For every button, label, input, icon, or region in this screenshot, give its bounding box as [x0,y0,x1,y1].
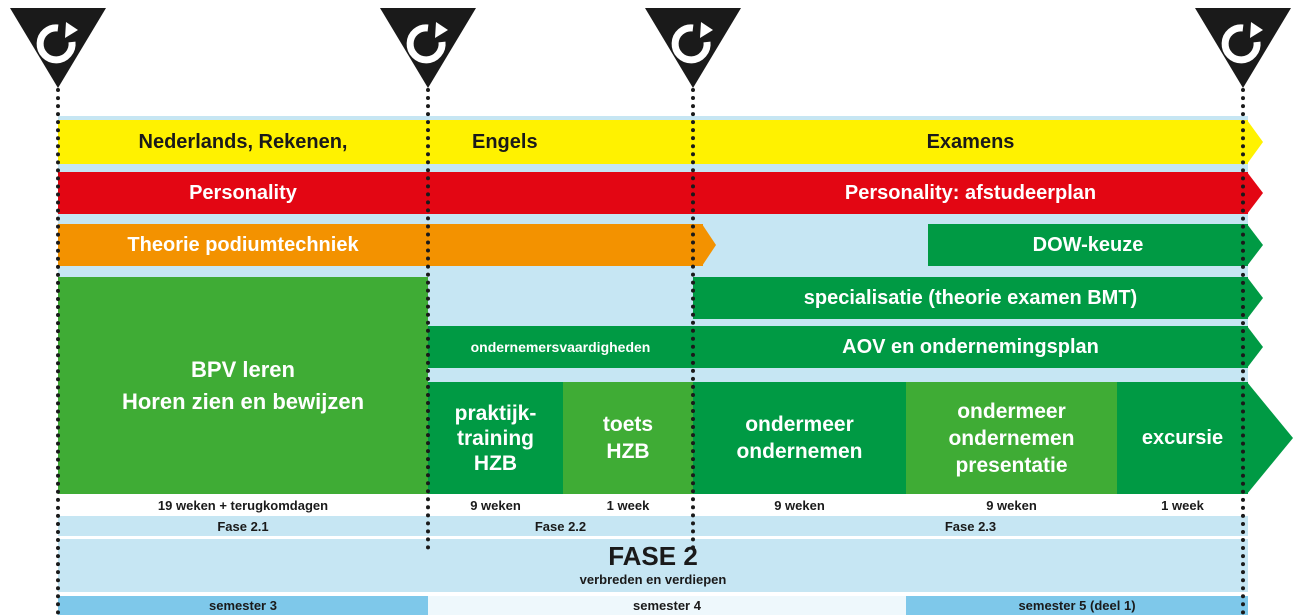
red-bar-arrow [1247,172,1263,214]
orange-bar [58,224,703,266]
subject-aov: AOV en ondernemingsplan [693,326,1248,368]
praktijk-line-1: praktijk- [454,401,537,425]
ondermeer2-line-3: presentatie [955,453,1068,477]
block-ondermeer-ondernemen: ondermeer ondernemen [693,382,906,494]
duration-9-weken-b: 9 weken [774,497,825,513]
semester-3: semester 3 [58,596,428,615]
bpv-text: BPV leren Horen zien en bewijzen [58,277,428,494]
subject-theorie-podiumtechniek: Theorie podiumtechniek [127,233,359,256]
milestone-line-3 [691,80,695,550]
separator-line [58,536,1248,539]
milestone-line-4 [1241,80,1245,615]
milestone-line-1 [56,80,60,615]
phase-title: FASE 2 [608,540,698,571]
duration-19-weken: 19 weken + terugkomdagen [157,497,329,513]
phase-subtitle: verbreden en verdiepen [579,571,727,587]
duration-row [58,494,1248,516]
praktijk-line-3: HZB [473,451,518,475]
red-bar [58,172,1248,214]
subject-specialisatie: specialisatie (theorie examen BMT) [693,277,1248,319]
duration-1-week-b: 1 week [1161,497,1204,513]
duration-1-week-a: 1 week [606,497,650,513]
duration-9-weken-c: 9 weken [986,497,1037,513]
ondermeer2-line-1: ondermeer [957,399,1066,423]
fase-2-1: Fase 2.1 [217,518,269,534]
subject-nederlands-rekenen: Nederlands, Rekenen, [138,130,348,153]
reload-icon [1195,8,1291,88]
ondermeer1-line-1: ondermeer [745,413,854,436]
semester-4: semester 4 [428,596,906,615]
ondermeer2-line-2: ondernemen [948,426,1075,450]
ondermeer1-line-2: ondernemen [736,440,863,463]
bpv-block: BPV leren Horen zien en bewijzen [58,277,428,494]
milestone-line-2 [426,80,430,550]
yellow-bar [58,120,1248,164]
block-ondermeer-presentatie: ondermeer ondernemen presentatie [906,382,1117,494]
subject-personality-afstudeerplan: Personality: afstudeerplan [844,181,1097,204]
specialisatie-arrow [1247,277,1263,319]
bpv-leren: BPV leren [191,356,295,382]
excursie-label: excursie [1141,426,1224,449]
subject-dow-keuze: DOW-keuze [928,224,1248,266]
subject-engels: Engels [472,130,538,153]
fase-2-2: Fase 2.2 [534,518,587,534]
duration-9-weken-a: 9 weken [470,497,521,513]
excursie-arrow [1247,382,1293,494]
block-praktijktraining: praktijk- training HZB [428,382,563,494]
aov-arrow [1247,326,1263,368]
semester-5: semester 5 (deel 1) [906,596,1248,615]
bpv-horen-zien: Horen zien en bewijzen [121,388,365,414]
reload-icon [10,8,106,88]
orange-bar-arrow [702,224,716,266]
block-toets-hzb: toets HZB [563,382,693,494]
subject-ondernemersvaardigheden: ondernemersvaardigheden [428,326,693,368]
reload-icon [380,8,476,88]
subject-examens: Examens [926,130,1015,153]
yellow-bar-arrow [1247,120,1263,164]
toets-line-1: toets [602,413,654,436]
praktijk-line-2: training [457,426,534,450]
block-excursie [1117,382,1248,494]
toets-line-2: HZB [606,440,650,463]
reload-icon [645,8,741,88]
dow-keuze-arrow [1247,224,1263,266]
subject-personality: Personality [189,181,297,204]
fase-2-3: Fase 2.3 [944,518,997,534]
